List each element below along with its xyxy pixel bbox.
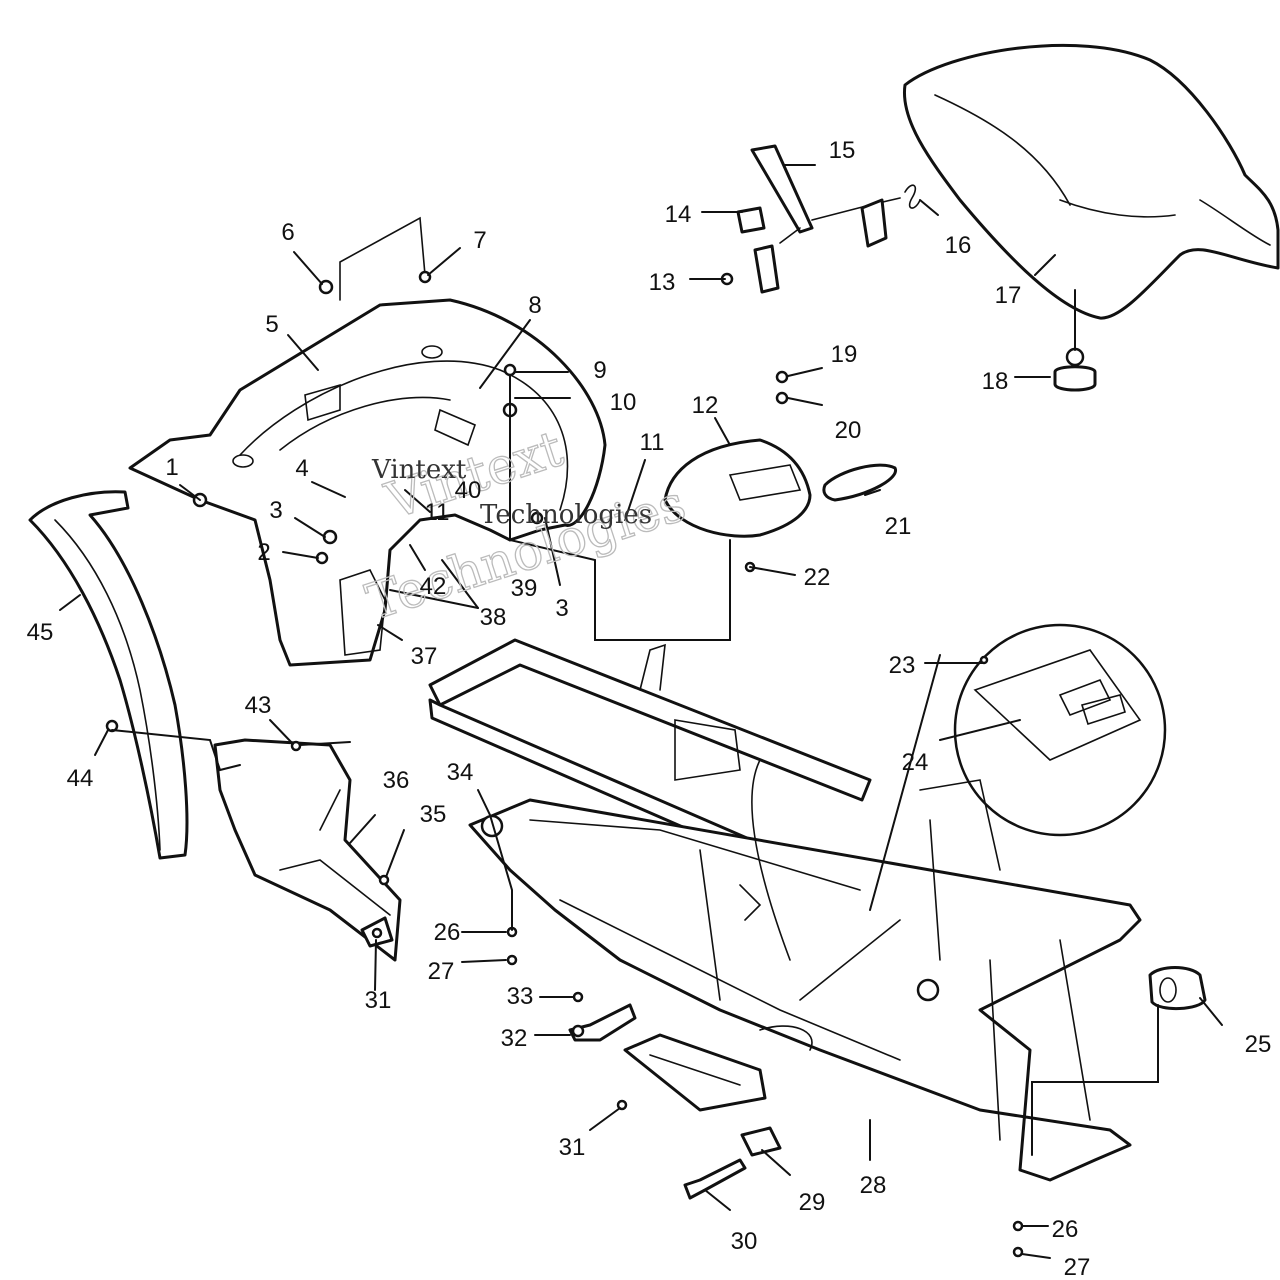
seat	[902, 43, 1280, 320]
callout-35: 35	[420, 801, 447, 828]
callout-16: 16	[945, 232, 972, 259]
callout-27: 27	[428, 958, 455, 985]
callout-37: 37	[411, 643, 438, 670]
callout-4: 4	[295, 455, 308, 482]
callout-45: 45	[27, 619, 54, 646]
rack-bracket	[318, 216, 432, 301]
callout-18: 18	[982, 368, 1009, 395]
callout-36: 36	[383, 767, 410, 794]
callout-26-lower: 26	[1052, 1216, 1079, 1243]
callout-labels: 1 2 3 3 4 5 6 7 8 9 10 11 11 12 13 14 15…	[27, 137, 1272, 1280]
callout-28: 28	[860, 1172, 887, 1199]
callout-26: 26	[434, 919, 461, 946]
rear-fender	[128, 298, 607, 667]
footrest-bracket	[568, 991, 637, 1042]
footrest	[623, 1033, 767, 1112]
bumper-cap	[1148, 966, 1207, 1011]
callout-31: 31	[365, 987, 392, 1014]
callout-3: 3	[269, 497, 282, 524]
callout-2: 2	[257, 539, 270, 566]
main-frame	[428, 638, 1142, 1182]
callout-12: 12	[692, 392, 719, 419]
bolt	[683, 1158, 747, 1200]
seat-grommet	[1053, 347, 1097, 392]
callout-6: 6	[281, 219, 294, 246]
callout-10: 10	[610, 389, 637, 416]
watermark-small-line1: Vintext	[371, 455, 467, 485]
watermark-small-line2: Technologies	[480, 500, 652, 530]
callout-22: 22	[804, 564, 831, 591]
callout-32: 32	[501, 1025, 528, 1052]
callout-44: 44	[67, 765, 94, 792]
leader-lines	[59, 164, 1223, 1259]
callout-25: 25	[1245, 1031, 1272, 1058]
callout-3-lower: 3	[555, 595, 568, 622]
callout-21: 21	[885, 513, 912, 540]
callout-40: 40	[455, 477, 482, 504]
callout-24: 24	[902, 749, 929, 776]
callout-33: 33	[507, 983, 534, 1010]
callout-27-lower: 27	[1064, 1254, 1091, 1280]
callout-31-lower: 31	[559, 1134, 586, 1161]
seat-latch-assembly	[720, 144, 921, 294]
reflector	[822, 463, 897, 502]
callout-14: 14	[665, 201, 692, 228]
callout-29: 29	[799, 1189, 826, 1216]
callout-23: 23	[889, 652, 916, 679]
callout-5: 5	[265, 311, 278, 338]
callout-19: 19	[831, 341, 858, 368]
callout-13: 13	[649, 269, 676, 296]
callout-17: 17	[995, 282, 1022, 309]
callout-11: 11	[640, 429, 665, 456]
callout-1: 1	[165, 454, 178, 481]
callout-43: 43	[245, 692, 272, 719]
callout-30: 30	[731, 1228, 758, 1255]
detail-inset	[953, 623, 1167, 837]
fastener-plate	[360, 916, 394, 948]
callout-11-left: 11	[425, 499, 450, 526]
side-panel	[28, 490, 189, 860]
mud-flap	[339, 569, 386, 656]
callout-38: 38	[480, 604, 507, 631]
callout-39: 39	[511, 575, 538, 602]
callout-8: 8	[528, 292, 541, 319]
callout-15: 15	[829, 137, 856, 164]
callout-42: 42	[420, 573, 447, 600]
rubber-mount	[740, 1126, 782, 1157]
callout-20: 20	[835, 417, 862, 444]
callout-7: 7	[473, 227, 486, 254]
callout-34: 34	[447, 759, 474, 786]
rear-cover	[663, 438, 812, 538]
callout-9: 9	[593, 357, 606, 384]
